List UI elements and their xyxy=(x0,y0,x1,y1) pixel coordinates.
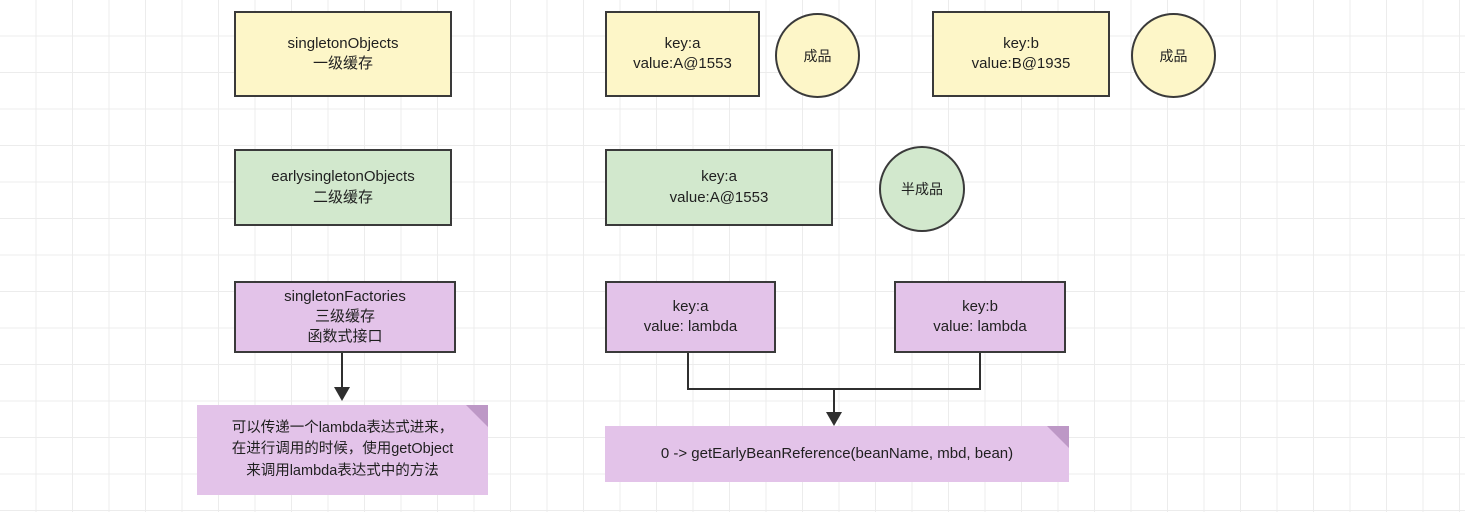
note-fold-corner-icon xyxy=(466,405,488,427)
connector-factories-to-note-line xyxy=(341,353,343,389)
note-lambda-explanation-text: 可以传递一个lambda表达式进来， 在进行调用的时候，使用getObject … xyxy=(231,420,454,479)
badge-half-finished[interactable]: 半成品 xyxy=(879,146,965,232)
badge-finished-a[interactable]: 成品 xyxy=(775,13,860,98)
note-lambda-explanation[interactable]: 可以传递一个lambda表达式进来， 在进行调用的时候，使用getObject … xyxy=(197,405,488,495)
node-entry-a-lambda[interactable]: key:a value: lambda xyxy=(605,281,776,353)
note-early-bean-reference[interactable]: 0 -> getEarlyBeanReference(beanName, mbd… xyxy=(605,426,1069,482)
badge-finished-b[interactable]: 成品 xyxy=(1131,13,1216,98)
node-entry-a-half[interactable]: key:a value:A@1553 xyxy=(605,149,833,226)
connector-entry-a-lambda-line xyxy=(687,353,689,390)
node-entry-b-finished[interactable]: key:b value:B@1935 xyxy=(932,11,1110,97)
connector-entry-b-lambda-line xyxy=(979,353,981,390)
connector-lambda-to-note-arrowhead xyxy=(826,412,842,426)
note-fold-corner-icon xyxy=(1047,426,1069,448)
node-entry-a-finished[interactable]: key:a value:A@1553 xyxy=(605,11,760,97)
node-early-singleton-objects[interactable]: earlysingletonObjects 二级缓存 xyxy=(234,149,452,226)
node-singleton-objects[interactable]: singletonObjects 一级缓存 xyxy=(234,11,452,97)
node-singleton-factories[interactable]: singletonFactories 三级缓存 函数式接口 xyxy=(234,281,456,353)
connector-factories-to-note-arrowhead xyxy=(334,387,350,401)
node-entry-b-lambda[interactable]: key:b value: lambda xyxy=(894,281,1066,353)
connector-lambda-to-note-line xyxy=(833,388,835,416)
note-early-bean-reference-text: 0 -> getEarlyBeanReference(beanName, mbd… xyxy=(660,445,1014,463)
